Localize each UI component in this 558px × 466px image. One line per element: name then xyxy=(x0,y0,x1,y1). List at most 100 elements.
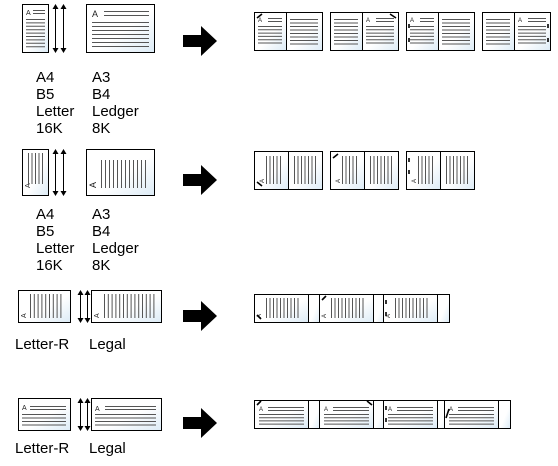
section-3-result-3: A xyxy=(383,294,450,323)
section-4-result-4: A xyxy=(444,400,511,429)
page-glyph: A xyxy=(88,182,98,188)
section-1-left-size-1: A4 xyxy=(36,69,55,86)
section-1-left-size-2: B5 xyxy=(36,86,55,103)
page-outline xyxy=(437,294,450,323)
section-2-result-3: A xyxy=(406,151,475,190)
page-outline xyxy=(308,294,321,323)
page-outline xyxy=(286,12,323,51)
size-arrow-head xyxy=(60,4,67,9)
page-glyph: A xyxy=(260,179,266,183)
page-outline xyxy=(319,294,374,323)
size-arrow-head xyxy=(77,426,84,431)
page-outline xyxy=(330,12,363,51)
page-glyph: A xyxy=(258,18,262,24)
section-3-right-size-1: Legal xyxy=(89,336,126,353)
staple-mark xyxy=(256,181,263,187)
section-4-right-size-1: Legal xyxy=(89,440,126,457)
size-arrow-head xyxy=(84,398,91,403)
size-arrow-head xyxy=(52,48,59,53)
direction-arrow xyxy=(183,165,217,195)
size-arrow-head xyxy=(84,318,91,323)
section-2-left-size-2: B5 xyxy=(36,223,55,240)
section-2-right-size-1: A3 xyxy=(92,206,111,223)
section-2-left-size-1: A4 xyxy=(36,206,55,223)
section-1: A A A A A A xyxy=(22,4,551,56)
page-glyph: A xyxy=(386,314,392,318)
staple-mark xyxy=(256,13,263,19)
size-arrow-head xyxy=(60,48,67,53)
section-1-left-size-4: 16K xyxy=(36,120,63,137)
staple-mark xyxy=(321,295,327,301)
page-glyph: A xyxy=(518,18,522,24)
direction-arrow xyxy=(183,301,217,331)
page-outline xyxy=(18,290,71,323)
size-arrow-head xyxy=(52,4,59,9)
page-glyph: A xyxy=(366,18,370,24)
section-4-result-2: A xyxy=(319,400,386,429)
section-1-left-size-3: Letter xyxy=(36,103,75,120)
page-glyph: A xyxy=(412,179,418,183)
section-3-left-size-1: Letter-R xyxy=(15,336,70,353)
page-outline xyxy=(308,400,321,429)
page-glyph: A xyxy=(336,179,342,183)
page-outline xyxy=(91,290,162,323)
section-2-right-size-3: Ledger xyxy=(92,240,139,257)
page-outline xyxy=(438,12,475,51)
page-glyph: A xyxy=(322,314,328,318)
section-2: A A A A A xyxy=(22,149,475,196)
section-4-result-1: A xyxy=(254,400,321,429)
page-outline xyxy=(254,294,309,323)
size-arrow-head xyxy=(77,398,84,403)
section-1-right-size-1: A3 xyxy=(92,69,111,86)
section-2-right-size-2: B4 xyxy=(92,223,111,240)
page-outline xyxy=(22,4,49,53)
size-arrow-head xyxy=(60,149,67,154)
section-2-right-size-4: 8K xyxy=(92,257,111,274)
page-glyph: A xyxy=(26,10,31,17)
page-glyph: A xyxy=(259,407,263,413)
section-1-right-size-2: B4 xyxy=(92,86,111,103)
staple-mark xyxy=(256,314,262,320)
section-1-result-1: A xyxy=(254,12,323,51)
page-glyph: A xyxy=(388,407,392,413)
size-arrow-head xyxy=(77,290,84,295)
page-glyph: A xyxy=(25,183,32,188)
section-3-result-2: A xyxy=(319,294,386,323)
page-glyph: A xyxy=(257,314,263,318)
staple-mark xyxy=(389,13,397,19)
section-4-result-3: A xyxy=(383,400,450,429)
page-glyph: A xyxy=(92,9,98,19)
size-arrow-head xyxy=(84,426,91,431)
page-glyph: A xyxy=(94,313,101,318)
section-2-result-1: A xyxy=(254,151,323,190)
section-2-result-2: A xyxy=(330,151,399,190)
page-glyph: A xyxy=(410,18,414,24)
page-glyph: A xyxy=(21,313,28,318)
section-1-right-size-4: 8K xyxy=(92,120,111,137)
page-glyph: A xyxy=(324,407,328,413)
section-4-left-size-1: Letter-R xyxy=(15,440,70,457)
section-1-right-size-3: Ledger xyxy=(92,103,139,120)
section-3-result-1: A xyxy=(254,294,321,323)
size-arrow-head xyxy=(52,191,59,196)
page-outline xyxy=(498,400,511,429)
section-1-result-2: A xyxy=(330,12,399,51)
page-outline xyxy=(86,149,155,196)
page-outline xyxy=(383,294,438,323)
section-1-result-4: A xyxy=(482,12,551,51)
section-2-left-size-3: Letter xyxy=(36,240,75,257)
staple-mark xyxy=(445,408,450,419)
page-outline xyxy=(330,151,365,190)
page-outline xyxy=(86,4,155,53)
section-1-result-3: A xyxy=(406,12,475,51)
size-arrow-head xyxy=(52,149,59,154)
size-arrow-head xyxy=(84,290,91,295)
direction-arrow xyxy=(183,26,217,56)
page-glyph: A xyxy=(95,406,100,413)
section-2-left-size-4: 16K xyxy=(36,257,63,274)
size-arrow-head xyxy=(77,318,84,323)
size-arrow-head xyxy=(60,191,67,196)
